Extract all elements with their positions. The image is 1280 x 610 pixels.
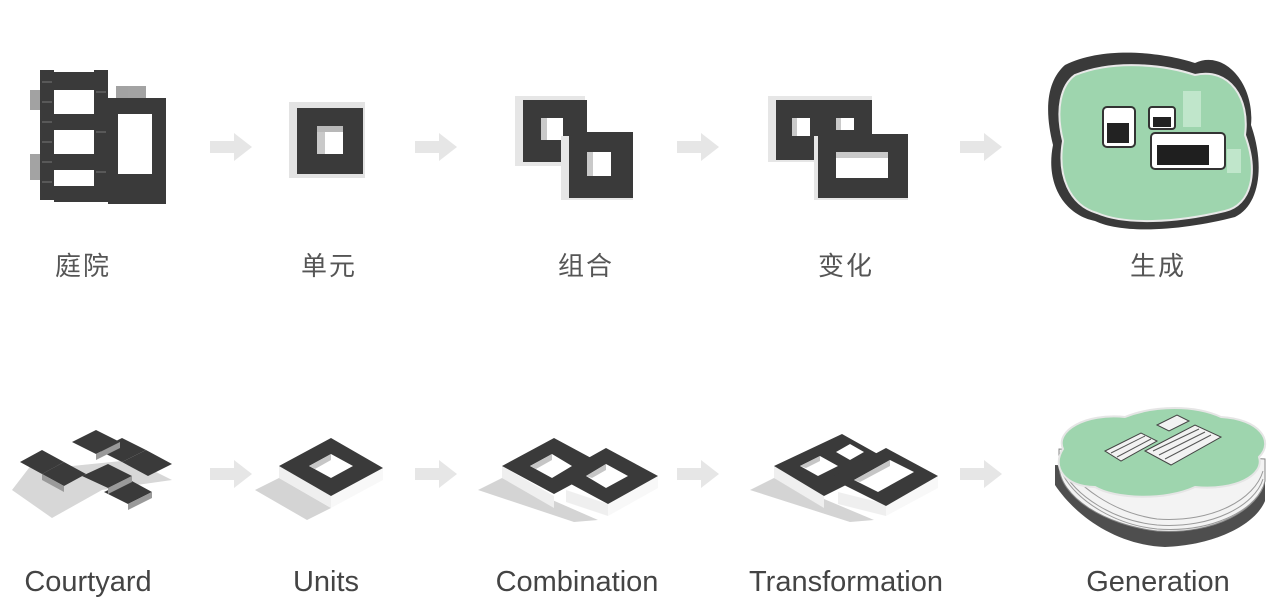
courtyard-axon-figure (12, 420, 177, 520)
combination-plan-figure (513, 94, 638, 204)
arrow-right-icon (210, 460, 252, 492)
courtyard-plan-figure (28, 62, 173, 212)
arrow-right-icon (677, 460, 719, 492)
label-transformation-cn: 变化 (817, 252, 874, 282)
combination-axon-figure (478, 432, 668, 522)
label-courtyard-cn: 庭院 (54, 252, 111, 282)
arrow-right-icon (960, 133, 1002, 165)
label-combination-cn: 组合 (557, 252, 614, 282)
arrow-right-icon (415, 460, 457, 492)
label-units-cn: 单元 (300, 252, 357, 282)
label-generation-cn: 生成 (1129, 252, 1186, 282)
arrow-right-icon (960, 460, 1002, 492)
generation-axon-figure (1045, 405, 1275, 550)
unit-plan-figure (287, 100, 367, 180)
transformation-axon-figure (750, 430, 945, 522)
transformation-plan-figure (766, 94, 911, 204)
label-combination-en: Combination (495, 566, 659, 598)
arrow-right-icon (677, 133, 719, 165)
label-transformation-en: Transformation (749, 566, 943, 598)
arrow-right-icon (415, 133, 457, 165)
generation-plan-figure (1045, 45, 1270, 240)
label-generation-en: Generation (1086, 566, 1230, 598)
label-units-en: Units (292, 566, 360, 598)
arrow-right-icon (210, 133, 252, 165)
label-courtyard-en: Courtyard (24, 566, 152, 598)
unit-axon-figure (255, 432, 395, 522)
